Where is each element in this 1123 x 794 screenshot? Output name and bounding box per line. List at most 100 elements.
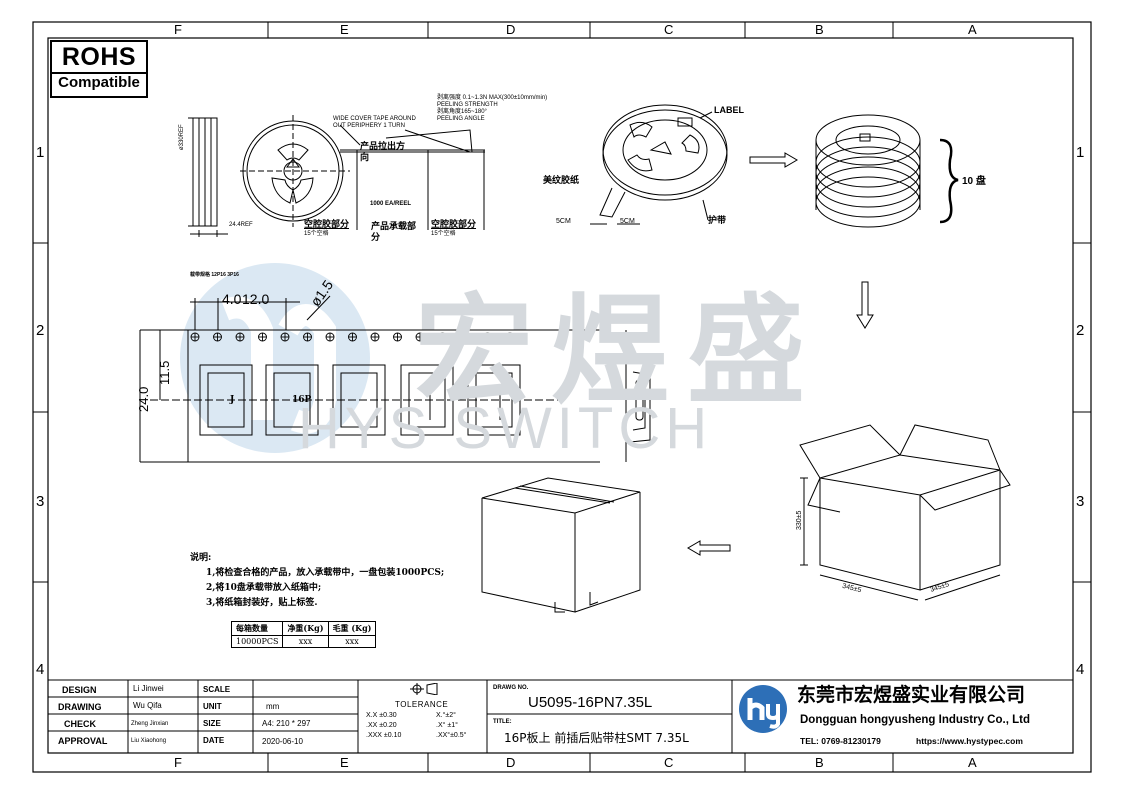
reel-side-view — [188, 117, 228, 237]
title-value: 16P板上 前插后贴带柱SMT 7.35L — [504, 731, 689, 745]
zone-row-3-right: 3 — [1076, 493, 1085, 510]
tolerance-label: TOLERANCE — [395, 700, 449, 709]
reel-width-label: 24.4REF — [229, 222, 253, 228]
rohs-subtitle: Compatible — [52, 72, 146, 92]
tape-side-view — [625, 330, 651, 462]
drawing-name: Wu Qifa — [133, 701, 162, 710]
zone-col-b-bottom: B — [815, 755, 824, 770]
pocket-mark-16p: 16P — [292, 395, 312, 405]
date-label: DATE — [203, 736, 225, 745]
unit-label: UNIT — [203, 702, 222, 711]
tape-spec-label: 载带规格 12P16 3P16 — [190, 272, 239, 278]
tol-row-2-a: .XX ±0.20 — [366, 722, 397, 729]
note-item-1: 1,将检查合格的产品，放入承载带中，一盘包装1000PCS; — [206, 568, 445, 578]
zone-row-1-right: 1 — [1076, 144, 1085, 161]
cover-tape-note-2: OUT PERIPHERY 1 TURN — [333, 123, 405, 129]
dim-5cm-1: 5CM — [556, 218, 571, 225]
cover-tape-note-1: WIDE COVER TAPE AROUND — [333, 116, 416, 122]
tol-row-1-a: X.X ±0.30 — [366, 712, 397, 719]
peel-line-3: 剥离角度165~180° — [437, 109, 487, 115]
sprocket-holes — [190, 332, 515, 342]
empty-left-sub: 15个空格 — [304, 231, 329, 237]
carrier-tape — [139, 295, 600, 463]
reel-quantity-label: 1000 EA/REEL — [370, 201, 412, 207]
pack-table: 每箱数量 净重(Kg) 毛重 (Kg) 10000PCS xxx xxx — [230, 621, 377, 648]
zone-col-a-bottom: A — [968, 755, 977, 770]
design-name: Li Jinwei — [133, 684, 164, 693]
watermark-en: HYS SWITCH — [298, 396, 713, 461]
unit-value: mm — [266, 702, 280, 711]
design-label: DESIGN — [62, 685, 97, 695]
pocket-mark-j: J — [230, 395, 235, 405]
zone-col-e: E — [340, 22, 349, 37]
company-name-en: Dongguan hongyusheng Industry Co., Ltd — [800, 714, 1030, 726]
zone-row-2: 2 — [36, 322, 45, 339]
stack-count-label: 10 盘 — [962, 176, 986, 187]
zone-col-b: B — [815, 22, 824, 37]
pack-cell-net: xxx — [282, 635, 329, 648]
reel-stack — [815, 114, 959, 228]
reel-3d — [590, 104, 728, 225]
company-website-link[interactable]: https://www.hystypec.com — [916, 736, 1023, 746]
zone-col-d-bottom: D — [506, 755, 516, 770]
zone-col-f-bottom: F — [174, 755, 182, 770]
drawg-no-value: U5095-16PN7.35L — [528, 694, 653, 711]
pull-direction-label: 产品拉出方向 — [360, 141, 406, 162]
title-block-lines — [48, 679, 1073, 753]
zone-row-2-right: 2 — [1076, 322, 1085, 339]
pack-header-net: 净重(Kg) — [282, 621, 329, 636]
sealed-box — [481, 477, 641, 613]
notes-title: 说明: — [190, 553, 212, 563]
zone-col-c: C — [664, 22, 674, 37]
tol-row-2-b: .X° ±1° — [436, 722, 458, 729]
drawg-no-label: DRAWG NO. — [493, 685, 529, 691]
flow-arrows — [687, 152, 874, 556]
drawing-label: DRAWING — [58, 702, 102, 712]
empty-right-sub: 15个空格 — [431, 231, 456, 237]
company-tel: TEL: 0769-81230179 — [800, 736, 881, 746]
check-name: Zheng Jinxian — [131, 721, 169, 727]
projection-symbol-icon — [410, 683, 438, 695]
peel-line-4: PEELING ANGLE — [437, 116, 485, 122]
tol-row-3-b: .XX°±0.5° — [436, 732, 467, 739]
zone-row-4-right: 4 — [1076, 661, 1085, 678]
zone-col-d: D — [506, 22, 516, 37]
half-height-dim: 11.5 — [157, 360, 172, 385]
tol-row-1-b: X.°±2° — [436, 712, 456, 719]
zone-col-f: F — [174, 22, 182, 37]
tol-row-3-a: .XXX ±0.10 — [366, 732, 402, 739]
approval-name: Liu Xiaohong — [131, 738, 167, 744]
reel-diameter-label: ø330REF — [179, 124, 185, 150]
zone-row-3: 3 — [36, 493, 45, 510]
pitch-dim: 12.0 — [242, 291, 270, 307]
scale-label: SCALE — [203, 685, 231, 694]
zone-col-c-bottom: C — [664, 755, 674, 770]
zone-col-e-bottom: E — [340, 755, 349, 770]
peel-line-2: PEELING STRENGTH — [437, 102, 498, 108]
open-box — [799, 424, 1011, 601]
label-callout: LABEL — [714, 105, 744, 115]
zone-row-1: 1 — [36, 144, 45, 161]
date-value: 2020-06-10 — [262, 737, 303, 746]
empty-left-label: 空腔胶部分 — [304, 219, 350, 229]
zone-row-4: 4 — [36, 661, 45, 678]
pitch-hole-dim: 4.0 — [222, 291, 242, 307]
size-value: A4: 210 * 297 — [262, 719, 311, 728]
reel-front-view — [240, 115, 350, 227]
pack-header-gross: 毛重 (Kg) — [327, 621, 377, 636]
tape-width-dim: 24.0 — [136, 386, 151, 412]
tape-schematic — [339, 124, 485, 230]
tape-callout: 美纹胶纸 — [543, 175, 580, 185]
peel-line-1: 剥离强度 0.1~1.3N MAX(300±10mm/min) — [437, 95, 548, 101]
guard-callout: 护带 — [708, 215, 727, 225]
watermark-cn: 宏煜盛 — [415, 282, 824, 420]
note-item-3: 3,将纸箱封装好，贴上标签. — [206, 598, 318, 608]
pack-header-qty: 每箱数量 — [230, 621, 284, 636]
title-label: TITLE: — [493, 719, 512, 725]
company-name-cn: 东莞市宏煜盛实业有限公司 — [797, 684, 1026, 706]
dim-5cm-2: 5CM — [620, 218, 635, 225]
rohs-title: ROHS — [61, 43, 137, 71]
company-logo-icon — [739, 685, 787, 733]
zone-col-a: A — [968, 22, 977, 37]
